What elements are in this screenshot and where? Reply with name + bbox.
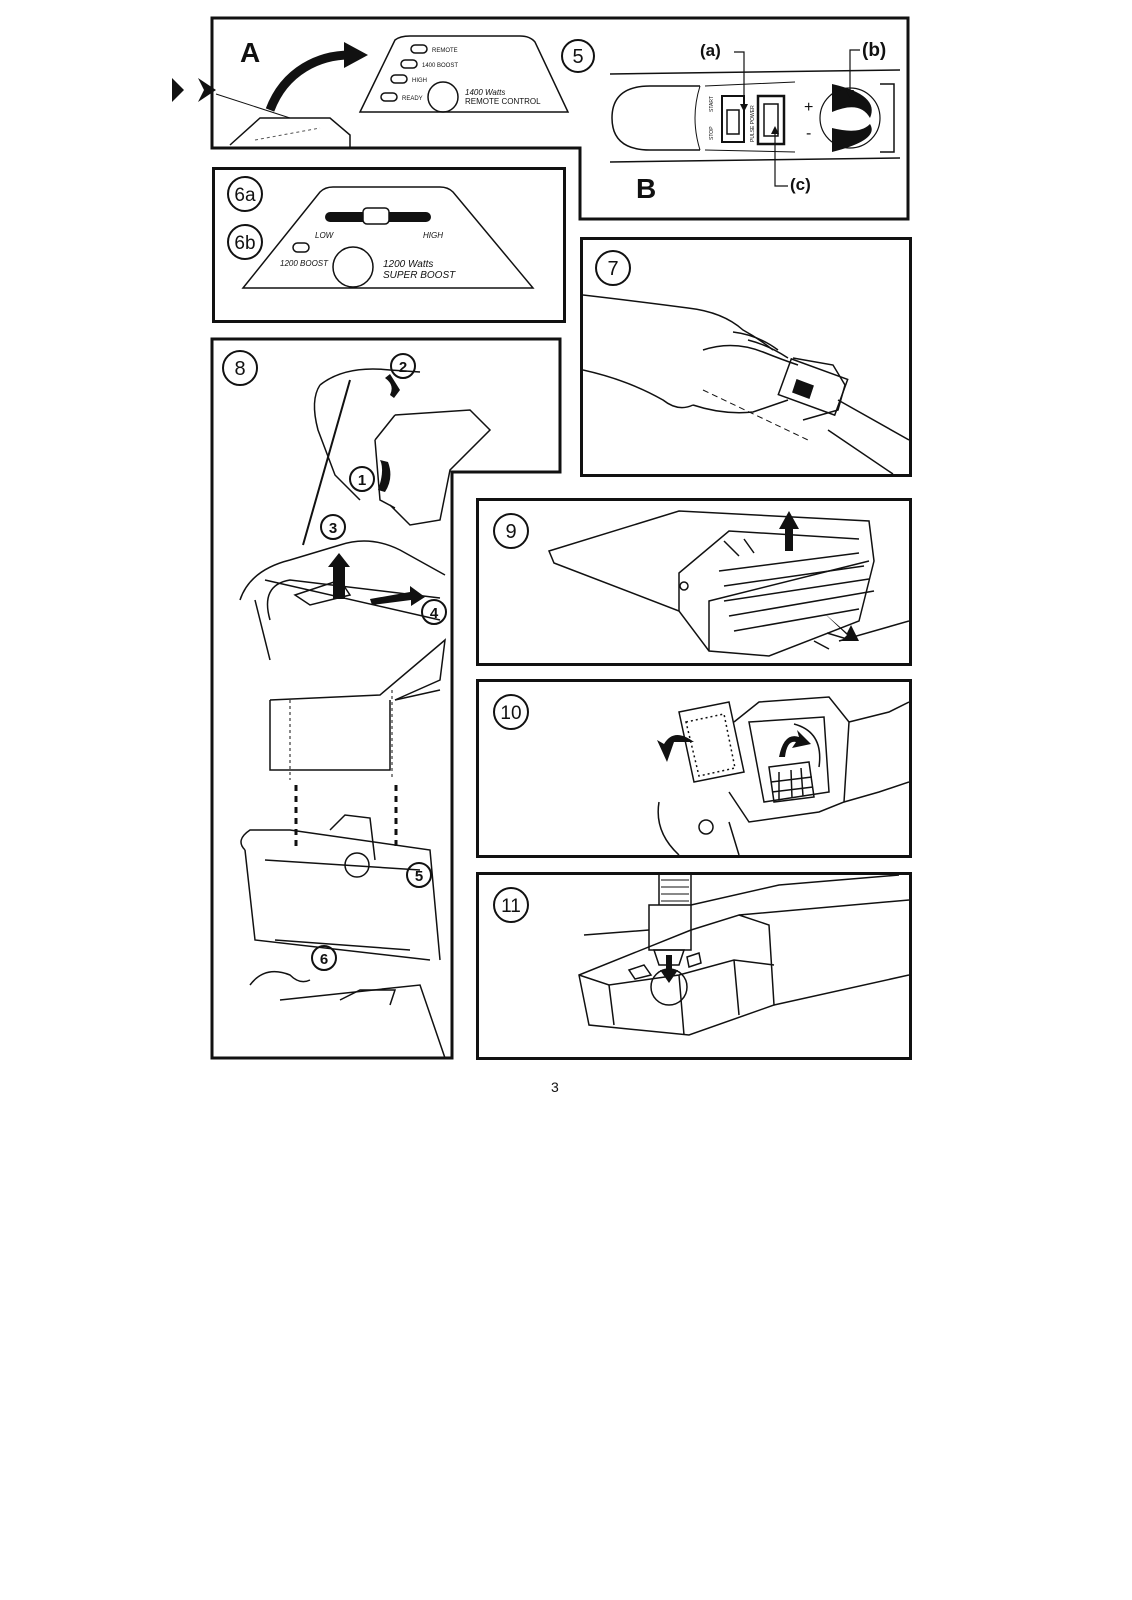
svg-text:5: 5: [572, 46, 583, 68]
led-ready-label: READY: [402, 96, 423, 102]
high-label: HIGH: [423, 231, 443, 240]
remote-watts-label: 1400 Watts: [465, 88, 505, 97]
svg-text:6a: 6a: [234, 185, 256, 206]
low-label: LOW: [315, 231, 335, 240]
pointer-arrow-icon: [172, 78, 291, 119]
page-number: 3: [551, 1079, 559, 1095]
hose-connection-illustration: [578, 875, 909, 1036]
label-a: A: [240, 37, 260, 68]
handle-controls-illustration: STOP START PULSE POWER + -: [609, 69, 901, 163]
marker-3: 3: [320, 514, 346, 540]
svg-text:11: 11: [501, 896, 521, 917]
filter-replacement-illustration: [657, 696, 909, 855]
grille-removal-illustration: [547, 510, 909, 657]
super-boost-panel: [241, 186, 535, 289]
boost-watts-label: 1200 Watts: [383, 259, 433, 270]
bag-removal-illustration: [239, 368, 492, 1059]
figure-6: 6a 6b LOW HIGH 1200 BOOST 1200 Watts SUP…: [212, 167, 566, 323]
led-high-label: HIGH: [412, 78, 427, 84]
boost-name-label: SUPER BOOST: [383, 270, 456, 281]
hand-on-hose-illustration: [583, 294, 909, 474]
svg-text:START: START: [709, 96, 715, 112]
step-8-marker: 8: [222, 350, 258, 386]
step-9-marker: 9: [493, 513, 529, 549]
svg-text:4: 4: [430, 605, 439, 622]
figure-11: 11: [476, 872, 912, 1060]
callout-b: (b): [862, 40, 886, 61]
svg-text:7: 7: [607, 258, 618, 280]
marker-2: 2: [390, 353, 416, 379]
svg-text:9: 9: [505, 521, 516, 543]
marker-4: 4: [421, 599, 447, 625]
step-10-marker: 10: [493, 694, 529, 730]
step-11-marker: 11: [493, 887, 529, 923]
callout-c: (c): [790, 175, 811, 194]
led-remote-label: REMOTE: [432, 48, 458, 54]
svg-text:6: 6: [320, 951, 328, 968]
step-6b-marker: 6b: [227, 224, 263, 260]
svg-text:5: 5: [415, 868, 423, 885]
led-boost-label: 1400 BOOST: [422, 63, 458, 69]
boost-led-label: 1200 BOOST: [280, 259, 329, 268]
svg-text:-: -: [806, 125, 811, 142]
svg-text:+: +: [804, 99, 813, 116]
figure-9: 9: [476, 498, 912, 666]
remote-control-panel: REMOTE 1400 BOOST HIGH READY 1400 Watts …: [358, 35, 570, 113]
step-7-marker: 7: [595, 250, 631, 286]
remote-button: [427, 81, 459, 113]
step-6a-marker: 6a: [227, 176, 263, 212]
marker-1: 1: [349, 466, 375, 492]
marker-5: 5: [406, 862, 432, 888]
svg-text:10: 10: [500, 703, 521, 724]
remote-name-label: REMOTE CONTROL: [465, 97, 541, 106]
marker-6: 6: [311, 945, 337, 971]
svg-text:3: 3: [329, 520, 337, 537]
svg-text:8: 8: [234, 358, 245, 380]
svg-text:STOP: STOP: [709, 126, 715, 140]
figure-10: 10: [476, 679, 912, 858]
super-boost-button: [332, 246, 374, 288]
figure-7: 7: [580, 237, 912, 477]
svg-text:6b: 6b: [234, 233, 255, 254]
callout-a: (a): [700, 41, 721, 60]
svg-text:1: 1: [358, 472, 366, 489]
step-5-marker: 5: [561, 39, 595, 73]
svg-text:PULSE POWER: PULSE POWER: [750, 105, 756, 142]
label-b: B: [636, 173, 656, 204]
boost-led: [292, 242, 310, 253]
svg-text:2: 2: [399, 359, 407, 376]
